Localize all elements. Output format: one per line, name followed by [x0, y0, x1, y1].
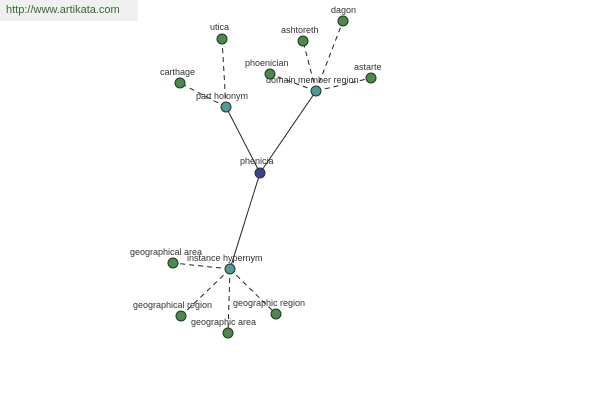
node-instance-hypernym[interactable]: instance hypernym [187, 253, 263, 275]
node-astarte[interactable]: astarte [354, 62, 382, 84]
edge-instance-hypernym-to-geographic-region [229, 268, 277, 315]
edge-instance-hypernym-to-geographic-area [227, 268, 231, 334]
node-geographic-area[interactable]: geographic area [191, 317, 256, 339]
edge-domain-member-region-to-astarte [315, 77, 372, 92]
node-dot-instance-hypernym[interactable] [224, 263, 236, 275]
node-dot-geographical-region[interactable] [175, 310, 187, 322]
node-label-part-holonym: part holonym [196, 91, 248, 101]
edge-domain-member-region-to-phoenician [269, 73, 317, 92]
edge-phenicia-to-instance-hypernym [229, 172, 261, 270]
node-label-utica: utica [210, 22, 229, 32]
node-ashtoreth[interactable]: ashtoreth [281, 25, 319, 47]
node-dot-geographic-region[interactable] [270, 308, 282, 320]
node-label-geographic-region: geographic region [233, 298, 305, 308]
node-label-domain-member-region: domain member region [266, 75, 359, 85]
node-dot-astarte[interactable] [365, 72, 377, 84]
node-geographical-region[interactable]: geographical region [133, 300, 212, 322]
node-layer: phenicia part holonym domain member region… [130, 5, 382, 339]
node-dot-utica[interactable] [216, 33, 228, 45]
edge-layer [172, 20, 372, 334]
node-label-geographical-area: geographical area [130, 247, 202, 257]
node-dot-carthage[interactable] [174, 77, 186, 89]
node-dot-dagon[interactable] [337, 15, 349, 27]
node-dot-part-holonym[interactable] [220, 101, 232, 113]
node-dot-ashtoreth[interactable] [297, 35, 309, 47]
site-url-banner[interactable]: http://www.artikata.com [0, 0, 138, 21]
node-label-phenicia: phenicia [240, 156, 274, 166]
edge-phenicia-to-domain-member-region [259, 90, 317, 174]
node-dagon[interactable]: dagon [331, 5, 356, 27]
node-label-phoenician: phoenician [245, 58, 289, 68]
node-geographic-region[interactable]: geographic region [233, 298, 305, 320]
node-domain-member-region[interactable]: domain member region [266, 75, 359, 97]
node-label-carthage: carthage [160, 67, 195, 77]
edge-phenicia-to-part-holonym [225, 106, 261, 174]
node-label-astarte: astarte [354, 62, 382, 72]
node-dot-geographical-area[interactable] [167, 257, 179, 269]
node-label-dagon: dagon [331, 5, 356, 15]
edge-domain-member-region-to-dagon [315, 20, 344, 92]
node-label-geographical-region: geographical region [133, 300, 212, 310]
node-dot-geographic-area[interactable] [222, 327, 234, 339]
node-part-holonym[interactable]: part holonym [196, 91, 248, 113]
edge-instance-hypernym-to-geographical-region [180, 268, 231, 317]
node-phoenician[interactable]: phoenician [245, 58, 289, 80]
node-label-ashtoreth: ashtoreth [281, 25, 319, 35]
edge-part-holonym-to-utica [221, 38, 227, 108]
node-label-instance-hypernym: instance hypernym [187, 253, 263, 263]
node-carthage[interactable]: carthage [160, 67, 195, 89]
node-utica[interactable]: utica [210, 22, 229, 45]
node-phenicia[interactable]: phenicia [240, 156, 274, 179]
node-dot-domain-member-region[interactable] [310, 85, 322, 97]
node-geographical-area[interactable]: geographical area [130, 247, 202, 269]
edge-instance-hypernym-to-geographical-area [172, 262, 231, 270]
node-dot-phoenician[interactable] [264, 68, 276, 80]
node-label-geographic-area: geographic area [191, 317, 256, 327]
node-dot-phenicia[interactable] [254, 167, 266, 179]
